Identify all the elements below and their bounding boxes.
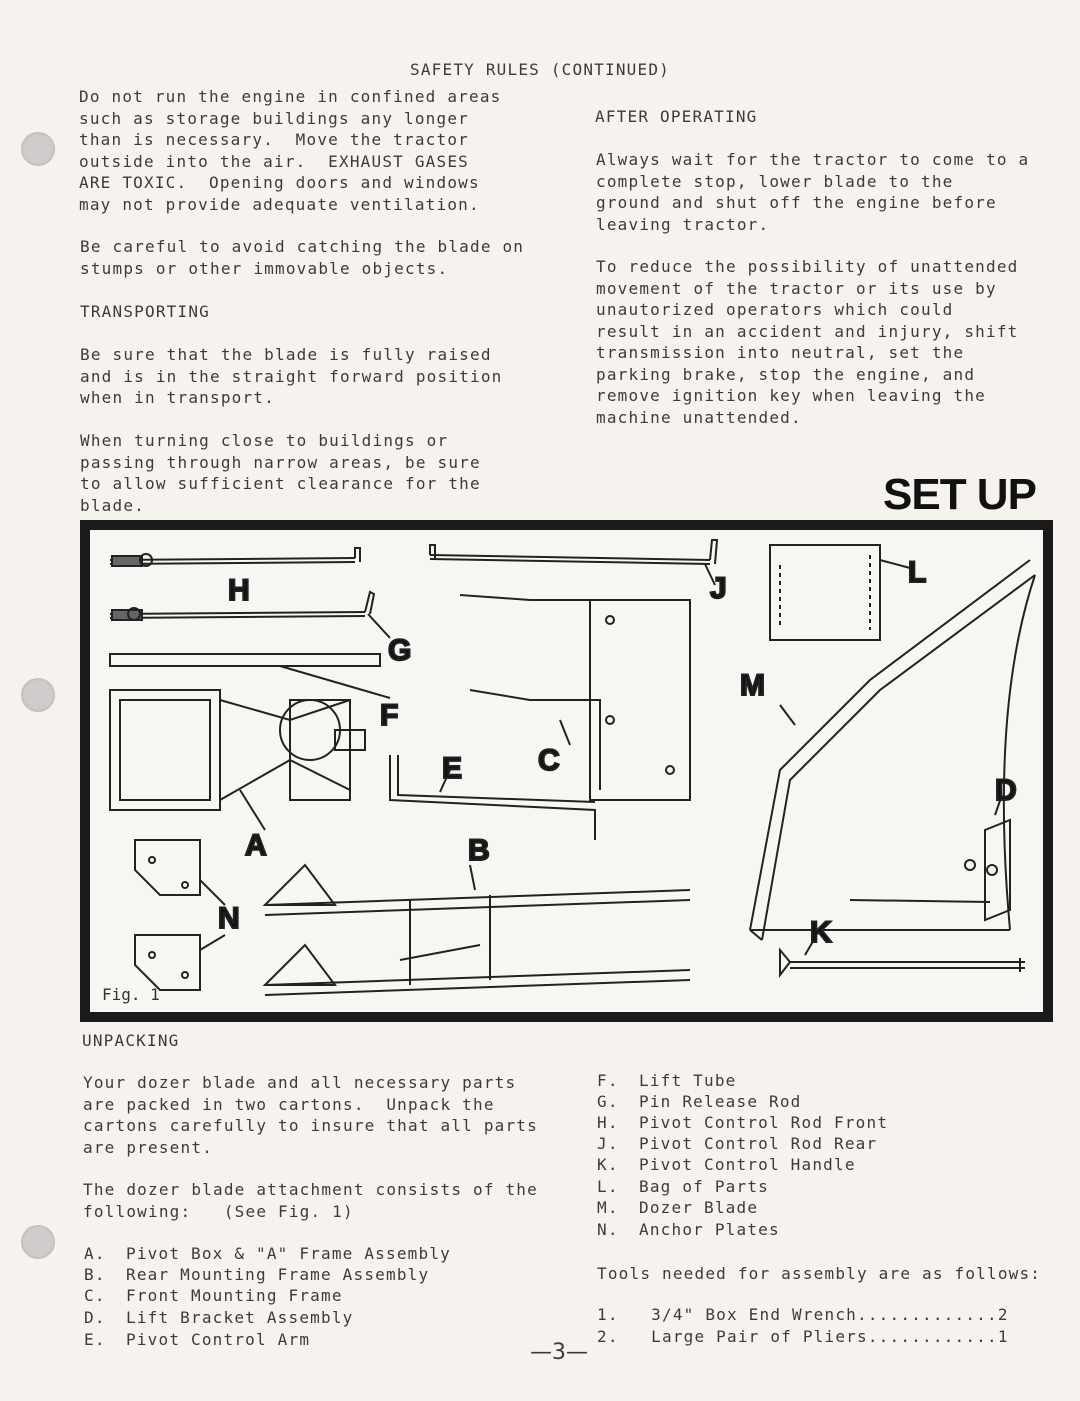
label-a: A <box>245 829 267 862</box>
part-j-rod <box>429 539 719 586</box>
binder-hole-top <box>21 132 55 166</box>
parts-name: Rear Mounting Frame Assembly <box>126 1265 430 1284</box>
left-para-clearance: When turning close to buildings or passi… <box>80 431 481 515</box>
parts-name: Anchor Plates <box>639 1220 780 1239</box>
binder-hole-middle <box>21 678 55 712</box>
label-f: F <box>380 699 398 732</box>
figure-1: H G F <box>80 520 1053 1022</box>
parts-name: Lift Bracket Assembly <box>126 1308 354 1327</box>
parts-letter: A. <box>84 1244 106 1263</box>
label-j: J <box>710 572 727 605</box>
transporting-heading: TRANSPORTING <box>80 302 210 321</box>
parts-letter: N. <box>597 1220 619 1239</box>
parts-name: Pivot Box & "A" Frame Assembly <box>126 1244 451 1263</box>
part-b-frame <box>262 863 691 996</box>
parts-item: F. Lift Tube <box>597 1071 737 1090</box>
part-g-rod <box>109 590 391 639</box>
unpacking-para-cartons: Your dozer blade and all necessary parts… <box>83 1073 538 1157</box>
parts-letter: K. <box>597 1155 619 1174</box>
parts-letter: J. <box>597 1134 619 1153</box>
parts-name: Front Mounting Frame <box>126 1286 343 1305</box>
parts-name: Pivot Control Handle <box>639 1155 856 1174</box>
figure-illustration: H G F <box>90 530 1043 1012</box>
label-b: B <box>468 834 490 867</box>
parts-letter: C. <box>84 1286 106 1305</box>
parts-name: Pin Release Rod <box>639 1092 802 1111</box>
parts-item: D. Lift Bracket Assembly <box>84 1308 354 1327</box>
binder-hole-bottom <box>21 1225 55 1259</box>
parts-letter: B. <box>84 1265 106 1284</box>
tools-heading: Tools needed for assembly are as follows… <box>597 1264 1042 1283</box>
label-k: K <box>810 916 832 949</box>
parts-item: L. Bag of Parts <box>597 1177 769 1196</box>
parts-name: Pivot Control Rod Front <box>639 1113 889 1132</box>
part-k-handle <box>779 937 1025 978</box>
unpacking-para-consists: The dozer blade attachment consists of t… <box>83 1180 538 1221</box>
label-d: D <box>995 774 1017 807</box>
page-heading: SAFETY RULES (CONTINUED) <box>410 60 670 79</box>
parts-item: G. Pin Release Rod <box>597 1092 802 1111</box>
parts-item: C. Front Mounting Frame <box>84 1286 343 1305</box>
parts-diagram: H G F <box>102 539 1036 1004</box>
right-para-unattended: To reduce the possibility of unattended … <box>596 257 1019 427</box>
parts-letter: G. <box>597 1092 619 1111</box>
parts-item: E. Pivot Control Arm <box>84 1330 310 1349</box>
label-h: H <box>228 574 250 607</box>
page-number: —3— <box>530 1340 588 1365</box>
part-h-rod <box>109 547 361 567</box>
part-a-frame <box>109 689 366 831</box>
figure-caption: Fig. 1 <box>102 985 160 1004</box>
tools-item-pliers: 2. Large Pair of Pliers............1 <box>597 1327 1009 1346</box>
parts-letter: E. <box>84 1330 106 1349</box>
parts-item: K. Pivot Control Handle <box>597 1155 856 1174</box>
tools-item-wrench: 1. 3/4" Box End Wrench.............2 <box>597 1305 1009 1324</box>
part-m-blade <box>749 559 1036 941</box>
parts-name: Pivot Control Arm <box>126 1330 311 1349</box>
parts-item: H. Pivot Control Rod Front <box>597 1113 888 1132</box>
parts-letter: D. <box>84 1308 106 1327</box>
left-para-transport: Be sure that the blade is fully raised a… <box>80 345 503 407</box>
unpacking-heading: UNPACKING <box>82 1031 180 1050</box>
part-f-tube <box>109 653 391 699</box>
parts-item: J. Pivot Control Rod Rear <box>597 1134 877 1153</box>
label-l: L <box>908 556 926 589</box>
left-para-exhaust: Do not run the engine in confined areas … <box>79 87 502 214</box>
parts-name: Lift Tube <box>639 1071 737 1090</box>
parts-letter: L. <box>597 1177 619 1196</box>
label-c: C <box>538 744 560 777</box>
parts-item: N. Anchor Plates <box>597 1220 780 1239</box>
parts-item: A. Pivot Box & "A" Frame Assembly <box>84 1244 451 1263</box>
part-d-bracket <box>849 794 1011 922</box>
label-m: M <box>740 669 765 702</box>
parts-item: M. Dozer Blade <box>597 1198 758 1217</box>
left-para-stumps: Be careful to avoid catching the blade o… <box>80 237 525 278</box>
parts-name: Dozer Blade <box>639 1198 759 1217</box>
part-l-bag <box>769 544 911 641</box>
parts-item: B. Rear Mounting Frame Assembly <box>84 1265 429 1284</box>
parts-letter: H. <box>597 1113 619 1132</box>
part-e-arm <box>389 755 596 840</box>
after-operating-heading: AFTER OPERATING <box>595 107 758 126</box>
part-n-plates <box>134 839 226 991</box>
label-n: N <box>218 902 240 935</box>
parts-name: Bag of Parts <box>639 1177 769 1196</box>
setup-title: SET UP <box>883 470 1037 519</box>
parts-name: Pivot Control Rod Rear <box>639 1134 878 1153</box>
part-c-frame <box>459 594 691 801</box>
label-g: G <box>388 634 411 667</box>
label-e: E <box>442 752 462 785</box>
parts-letter: M. <box>597 1198 619 1217</box>
right-para-stop: Always wait for the tractor to come to a… <box>596 150 1030 234</box>
parts-letter: F. <box>597 1071 619 1090</box>
